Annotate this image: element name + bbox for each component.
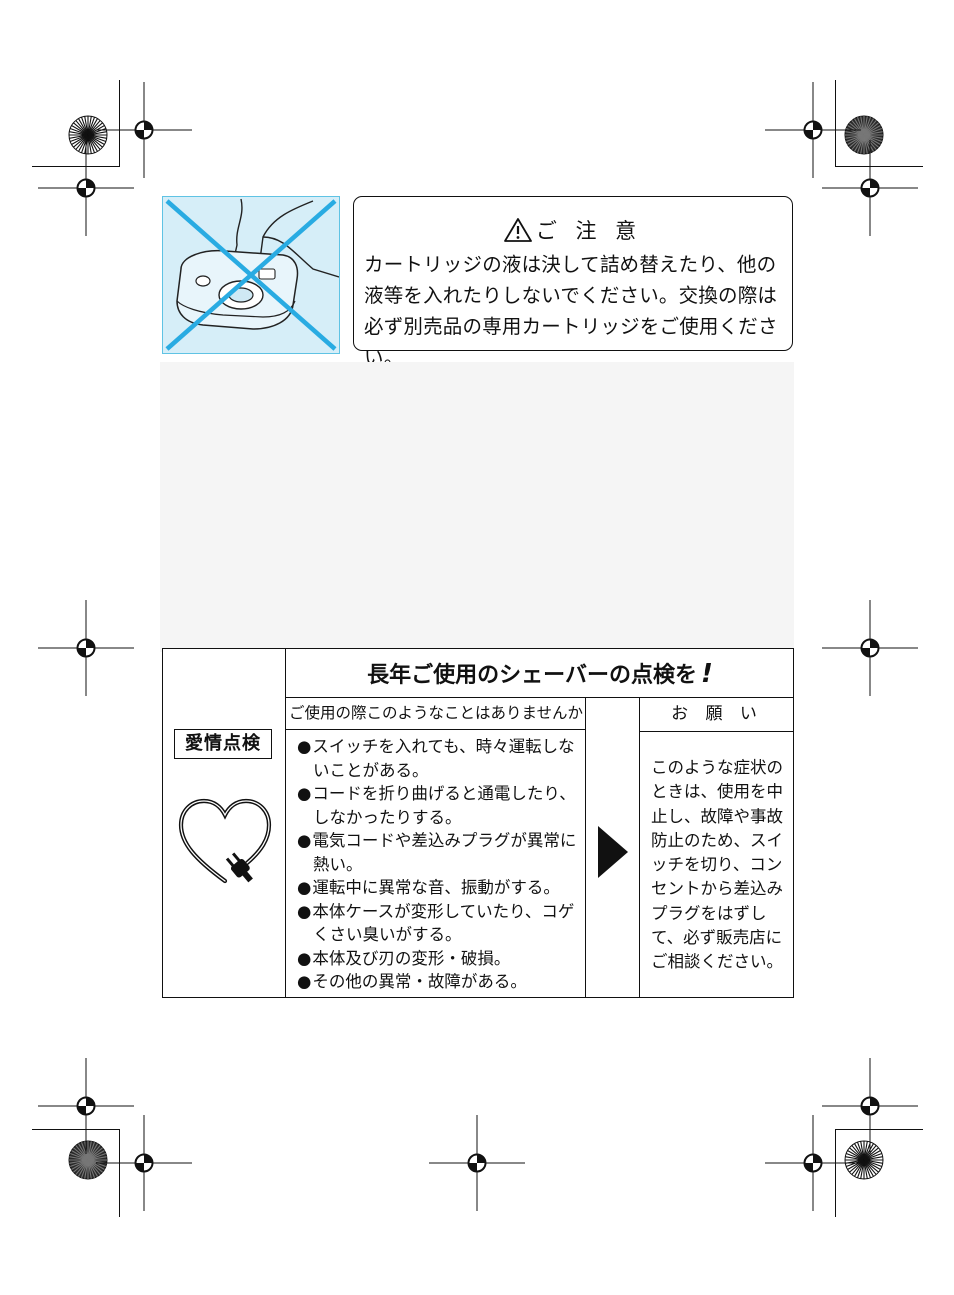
prohibited-refill-illustration <box>162 196 340 354</box>
list-item: 電気コードや差込みプラグが異常に熱い。 <box>297 829 587 876</box>
affection-check-badge: 愛情点検 <box>174 729 272 759</box>
heart-plug-icon <box>178 798 272 884</box>
registration-target-icon <box>822 1058 918 1154</box>
crop-mark <box>32 1129 120 1131</box>
registration-target-icon <box>38 140 134 236</box>
request-header: お 願 い <box>671 704 763 724</box>
table-divider <box>285 729 585 730</box>
list-item: スイッチを入れても、時々運転しないことがある。 <box>297 735 587 782</box>
inspection-table: 長年ご使用のシェーバーの点検を! 愛情点検 ご使用の際このようなことはありません… <box>162 648 794 998</box>
right-triangle-arrow-icon <box>598 826 628 878</box>
prohibited-refill-icon <box>165 198 339 351</box>
table-divider <box>639 731 793 732</box>
registration-target-icon <box>38 600 134 696</box>
inspection-headline: 長年ご使用のシェーバーの点検を! <box>287 653 793 695</box>
crop-mark <box>835 1129 837 1217</box>
warning-triangle-icon <box>503 218 532 242</box>
caution-title-text: ご 注 意 <box>535 219 643 243</box>
symptoms-list: スイッチを入れても、時々運転しないことがある。 コードを折り曲げると通電したり、… <box>297 735 587 994</box>
registration-target-icon <box>429 1115 525 1211</box>
advice-text: このような症状のときは、使用を中止し、故障や事故防止のため、スイッチを切り、コン… <box>651 758 783 972</box>
table-divider <box>285 649 286 997</box>
registration-target-icon <box>765 82 861 178</box>
crop-mark <box>835 80 837 166</box>
list-item: コードを折り曲げると通電したり、しなかったりする。 <box>297 782 587 829</box>
registration-target-icon <box>38 1058 134 1154</box>
crop-mark <box>32 166 120 168</box>
symptoms-header: ご使用の際このようなことはありませんか <box>288 704 584 722</box>
crop-mark <box>119 1129 121 1217</box>
list-item: 本体ケースが変形していたり、コゲくさい臭いがする。 <box>297 900 587 947</box>
headline-exclamation: ! <box>700 659 713 689</box>
caution-title: ご 注 意 <box>354 215 792 245</box>
color-star-target-icon <box>844 115 884 155</box>
registration-target-icon <box>96 1115 192 1211</box>
list-item: 本体及び刃の変形・破損。 <box>297 947 587 971</box>
registration-target-icon <box>822 600 918 696</box>
registration-target-icon <box>765 1115 861 1211</box>
list-item: その他の異常・故障がある。 <box>297 970 587 994</box>
crop-mark <box>835 1129 923 1131</box>
table-divider <box>639 697 640 997</box>
caution-box: ご 注 意 カートリッジの液は決して詰め替えたり、他の液等を入れたりしないでくだ… <box>353 196 793 369</box>
crop-mark <box>119 80 121 166</box>
registration-target-icon <box>96 82 192 178</box>
crop-mark <box>835 166 923 168</box>
caution-body-text: カートリッジの液は決して詰め替えたり、他の液等を入れたりしないでください。交換の… <box>364 253 778 369</box>
list-item: 運転中に異常な音、振動がする。 <box>297 876 587 900</box>
registration-target-icon <box>822 140 918 236</box>
table-divider <box>285 697 793 698</box>
blank-gray-panel <box>160 362 794 652</box>
headline-text: 長年ご使用のシェーバーの点検を <box>367 663 697 688</box>
